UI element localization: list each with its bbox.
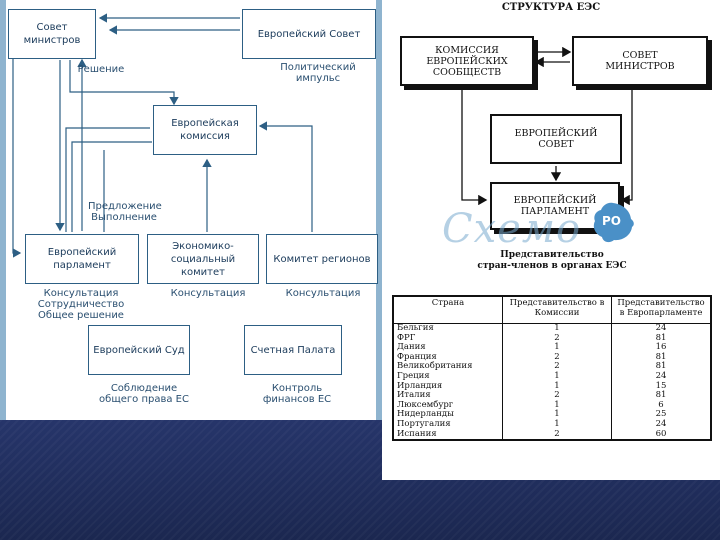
col-header-parliament: Представительство в Европарламенте: [611, 295, 712, 324]
council-of-ministers-box: Совет министров: [8, 9, 96, 59]
parliament-cell: 24: [611, 419, 712, 430]
audit-chamber-box: Счетная Палата: [244, 325, 342, 375]
structure-title: СТРУКТУРА ЕЭС: [501, 2, 601, 13]
european-commission-box: Европейская комиссия: [153, 105, 257, 155]
parliament-cell: 15: [611, 381, 712, 392]
political-impulse-label: Политический импульс: [280, 62, 356, 84]
eec-structure-panel: СТРУКТУРА ЕЭС КОМИССИЯ ЕВРОПЕЙСКИХ СООБЩ…: [382, 0, 720, 480]
commission-cell: 1: [502, 419, 612, 430]
parliament-cell: 24: [611, 323, 712, 334]
connector-arrows: [12, 13, 313, 258]
proposal-execution-label: Предложение Выполнение: [88, 201, 162, 223]
col-header-country: Страна: [392, 295, 503, 324]
commission-cell: 2: [502, 362, 612, 372]
european-council-box: Европейский Совет: [242, 9, 376, 59]
table-title: Представительство стран-членов в органах…: [477, 250, 627, 271]
col-header-commission: Представительство в Комиссии: [502, 295, 612, 324]
parliament-cell: 81: [611, 362, 712, 372]
regions-committee-box: Комитет регионов: [266, 234, 378, 284]
splash-icon: [593, 202, 634, 243]
parliament-cell: 60: [611, 429, 712, 441]
parliament-cell: 16: [611, 343, 712, 353]
parliament-cell: 81: [611, 333, 712, 344]
ecosoc-box: Экономико- социальный комитет: [147, 234, 259, 284]
ecosoc-note: Консультация: [170, 288, 246, 299]
representation-table: Страна Представительство в Комиссии Пред…: [392, 295, 712, 442]
watermark-text: Схемо: [442, 206, 582, 252]
commission-cell: 2: [502, 391, 612, 401]
country-cell: Испания: [392, 429, 503, 441]
commission-cell: 2: [502, 429, 612, 441]
decision-label: Решение: [77, 64, 125, 75]
european-parliament-box: Европейский парламент: [25, 234, 139, 284]
watermark-logo: Схемо РО: [442, 200, 642, 270]
commission-cell: 2: [502, 352, 612, 363]
court-note: Соблюдение общего права ЕС: [99, 383, 189, 405]
table-header-row: Страна Представительство в Комиссии Пред…: [392, 295, 712, 324]
watermark-badge-text: РО: [602, 214, 621, 228]
parliament-cell: 6: [611, 400, 712, 411]
european-council-box-right: ЕВРОПЕЙСКИЙ СОВЕТ: [490, 114, 622, 164]
eu-institutions-diagram: Совет министров Европейский Совет Европе…: [0, 0, 382, 420]
structure-arrows: [461, 46, 633, 206]
commission-cell: 1: [502, 400, 612, 411]
council-of-ministers-box-right: СОВЕТ МИНИСТРОВ: [572, 36, 708, 86]
parliament-note: Консультация Сотрудничество Общее решени…: [37, 288, 125, 321]
left-border-strip: [0, 0, 6, 420]
parliament-cell: 81: [611, 352, 712, 363]
commission-cell: 1: [502, 371, 612, 382]
regions-note: Консультация: [285, 288, 361, 299]
commission-cell: 2: [502, 333, 612, 344]
commission-cell: 1: [502, 381, 612, 392]
parliament-cell: 81: [611, 391, 712, 401]
commission-cell: 1: [502, 343, 612, 353]
commission-cell: 1: [502, 410, 612, 420]
commission-cell: 1: [502, 323, 612, 334]
commission-box: КОМИССИЯ ЕВРОПЕЙСКИХ СООБЩЕСТВ: [400, 36, 534, 86]
parliament-cell: 24: [611, 371, 712, 382]
audit-note: Контроль финансов ЕС: [262, 383, 332, 405]
european-court-box: Европейский Суд: [88, 325, 190, 375]
parliament-cell: 25: [611, 410, 712, 420]
watermark-badge: РО: [590, 200, 636, 244]
